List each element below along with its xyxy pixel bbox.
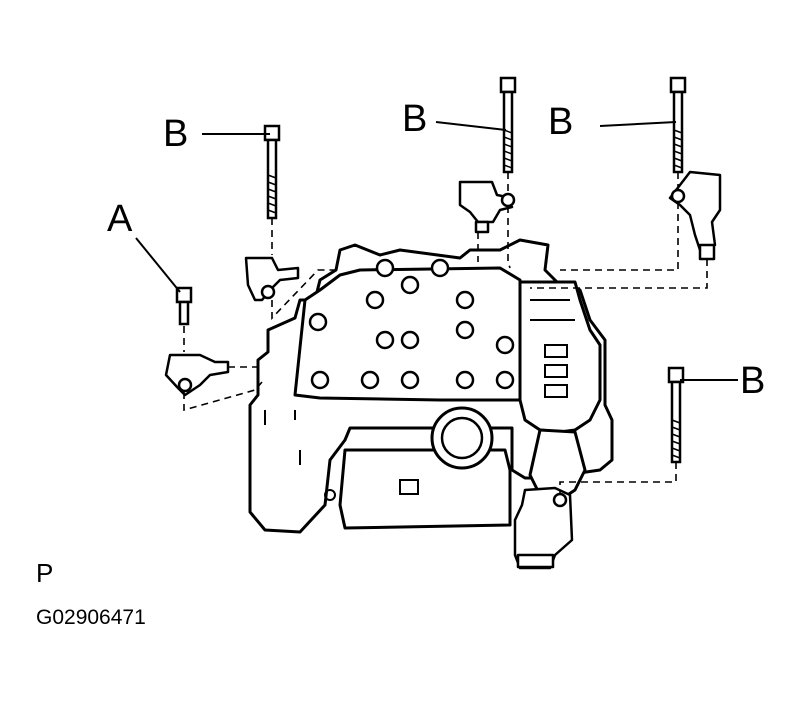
alignment-lines <box>183 172 708 494</box>
leader-lines <box>135 121 738 381</box>
bolt-b3 <box>669 76 687 174</box>
callout-b-center: B <box>402 98 428 140</box>
callout-a: A <box>107 198 133 240</box>
bolt-a <box>175 286 193 326</box>
bolt-b1 <box>263 124 281 220</box>
callout-b-right-lower: B <box>740 360 766 402</box>
sensor-a <box>164 353 230 397</box>
solenoid-b2 <box>458 180 514 224</box>
spool-details <box>264 299 575 501</box>
callout-b-right-upper: B <box>548 101 574 143</box>
sensor-left-upper <box>244 256 300 302</box>
figure-code: G02906471 <box>36 606 146 629</box>
callout-b-left: B <box>163 113 189 155</box>
view-label: P <box>36 558 54 588</box>
bolt-b2 <box>499 76 517 174</box>
linear-solenoid-body <box>338 448 512 530</box>
bolt-b4 <box>667 366 685 464</box>
